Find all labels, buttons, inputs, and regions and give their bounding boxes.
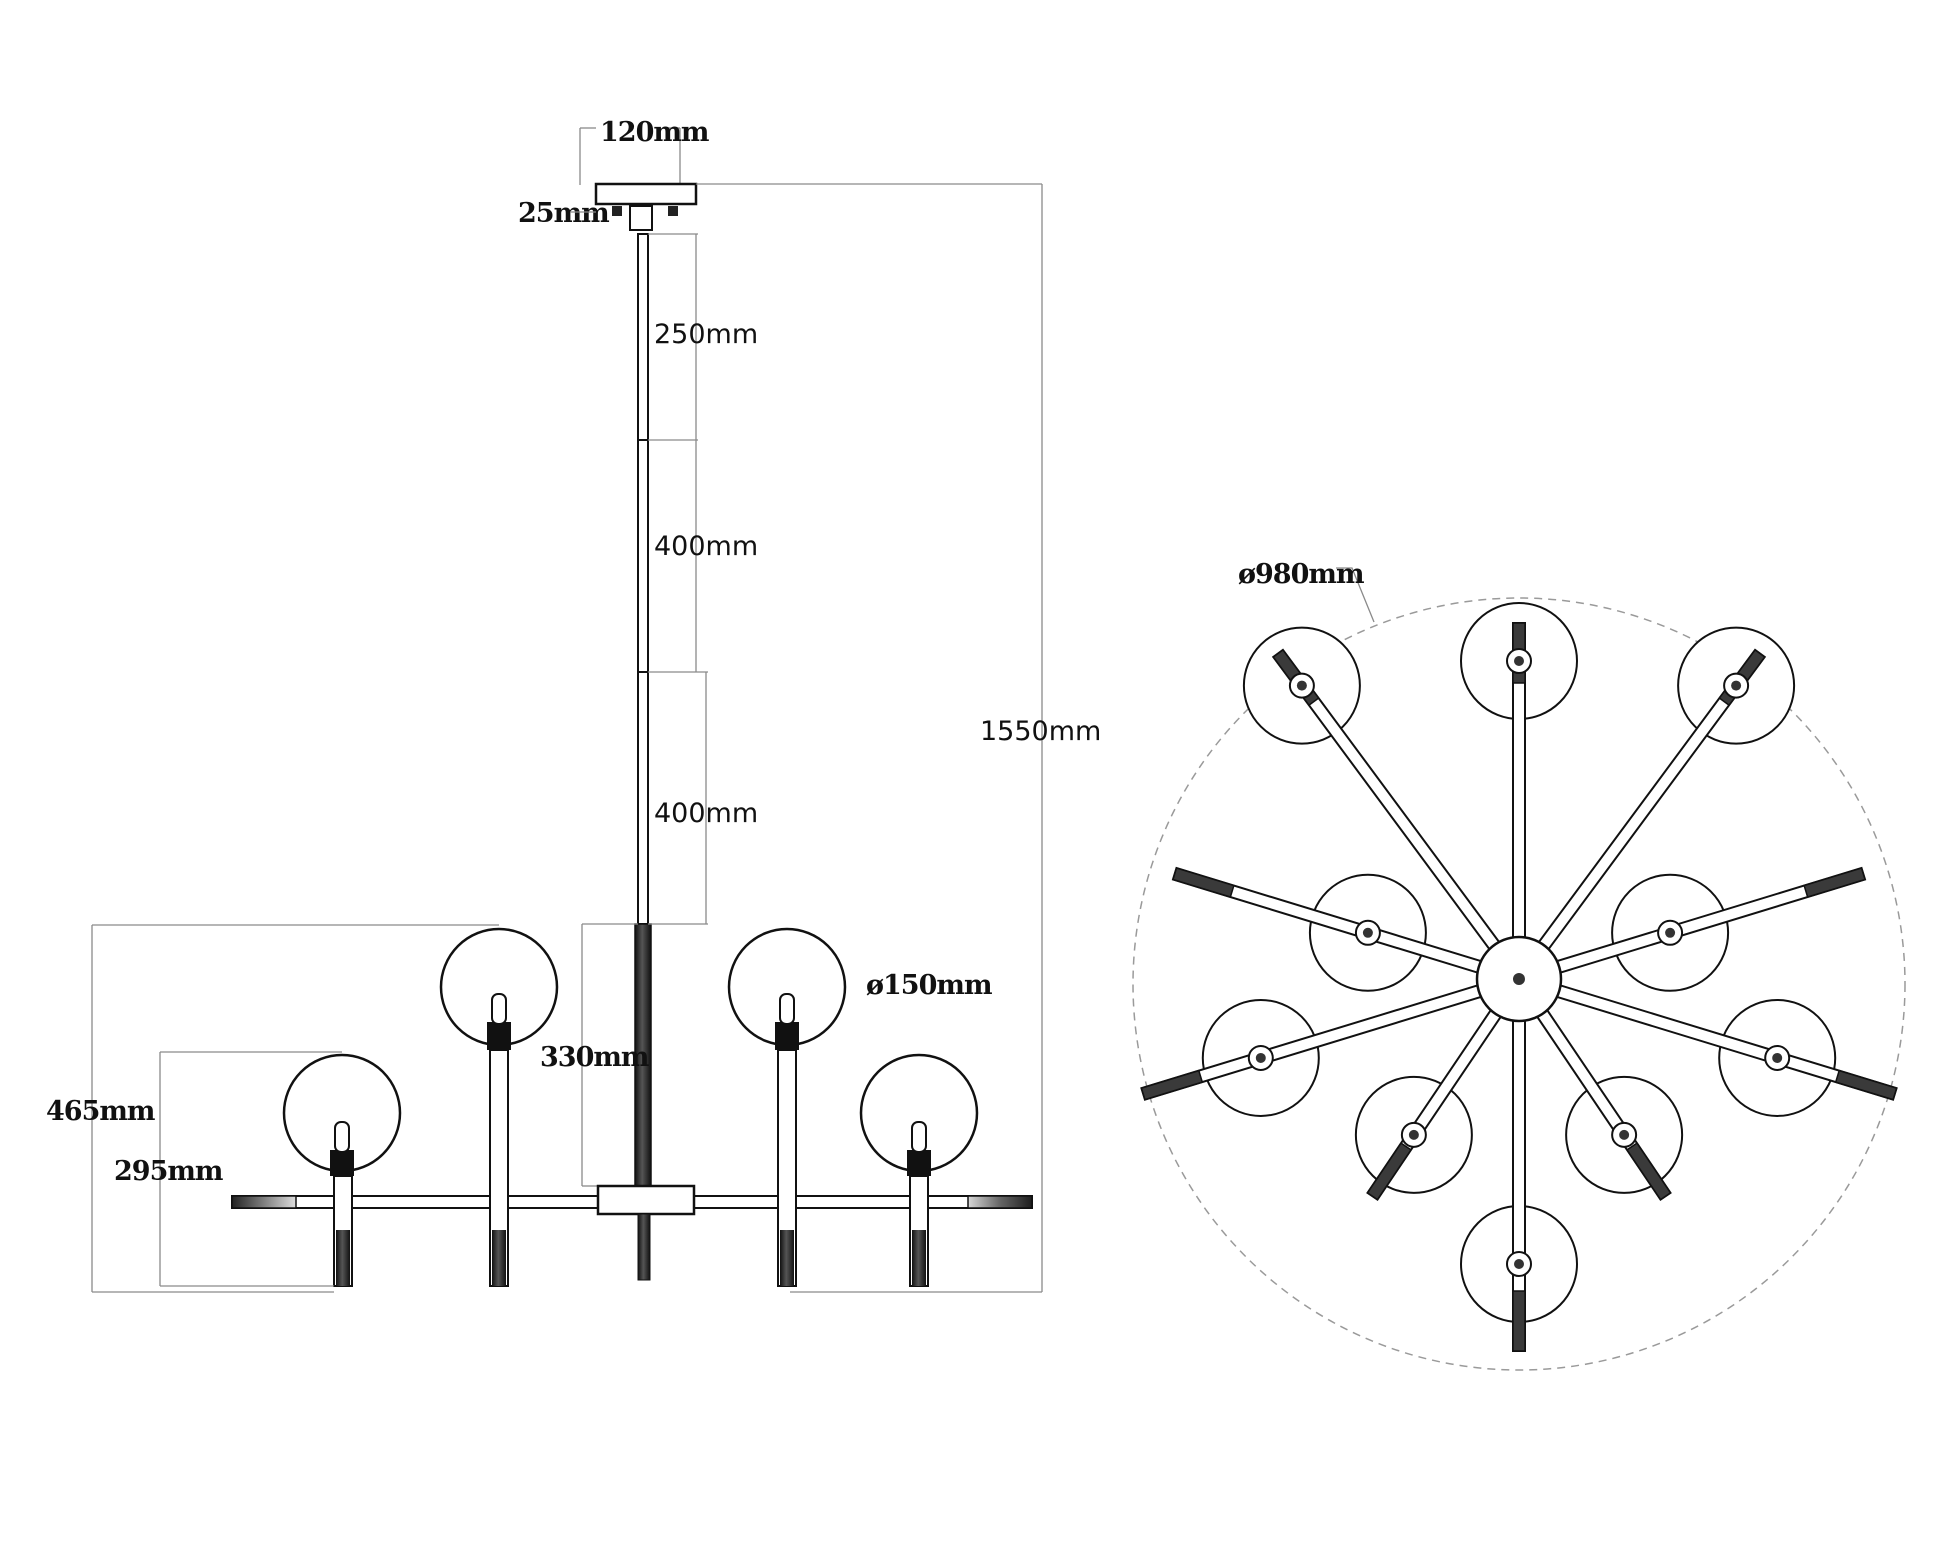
- top-arm-tip-8: [1366, 1142, 1413, 1201]
- arm-height-dimensions: [91, 924, 499, 1293]
- arm-inner-right: [727, 927, 847, 1287]
- inner-arm-height-label: 295mm: [114, 1156, 223, 1187]
- body-height-label: 330mm: [540, 1042, 649, 1073]
- overall-diameter-circle: [1132, 597, 1906, 1371]
- total-height-label: 1550mm: [980, 716, 1101, 747]
- total-height-dimension: [696, 183, 1043, 1293]
- canopy-width-dimension: 120mm: [579, 117, 710, 185]
- top-arm-8: [1354, 1007, 1503, 1201]
- rod-dimensions: [648, 233, 708, 925]
- body-height-dimension: [581, 923, 638, 1187]
- top-arm-tip-4: [1172, 867, 1235, 898]
- top-arm-1: [1460, 602, 1578, 940]
- canopy-width-label: 120mm: [600, 117, 709, 148]
- top-arm-5: [1554, 866, 1867, 992]
- rod-1-label: 250mm: [654, 319, 758, 350]
- canopy-height-label: 25mm: [518, 198, 609, 229]
- top-arm-2: [1242, 626, 1502, 952]
- arm-far-left: [282, 1053, 402, 1287]
- top-arm-4: [1171, 866, 1484, 992]
- top-arm-9: [1535, 1007, 1684, 1201]
- top-arm-tip-9: [1625, 1142, 1672, 1201]
- ceiling-canopy: [594, 182, 698, 231]
- arm-inner-left: [439, 927, 559, 1287]
- outer-arm-height-label: 465mm: [46, 1096, 155, 1127]
- horizontal-arm-bar: [231, 1184, 1033, 1281]
- top-arm-10: [1460, 1018, 1578, 1352]
- top-arm-7: [1554, 983, 1898, 1117]
- top-arm-6: [1140, 983, 1484, 1117]
- arm-far-right: [859, 1053, 979, 1287]
- globe-diameter-label: ø150mm: [866, 970, 992, 1001]
- rod-3-label: 400mm: [654, 798, 758, 829]
- overall-diameter-label: ø980mm: [1238, 559, 1364, 590]
- rod-2-label: 400mm: [654, 531, 758, 562]
- suspension-rod: [634, 233, 652, 1187]
- top-arm-3: [1536, 626, 1796, 952]
- top-arm-tip-7: [1834, 1069, 1898, 1101]
- top-arm-tip-5: [1803, 867, 1866, 898]
- side-view: 120mm 25mm 1550mm: [46, 117, 1101, 1293]
- top-arm-tip-10: [1512, 1290, 1526, 1352]
- top-view: ø980mm: [1132, 559, 1906, 1371]
- top-arm-tip-6: [1140, 1069, 1204, 1101]
